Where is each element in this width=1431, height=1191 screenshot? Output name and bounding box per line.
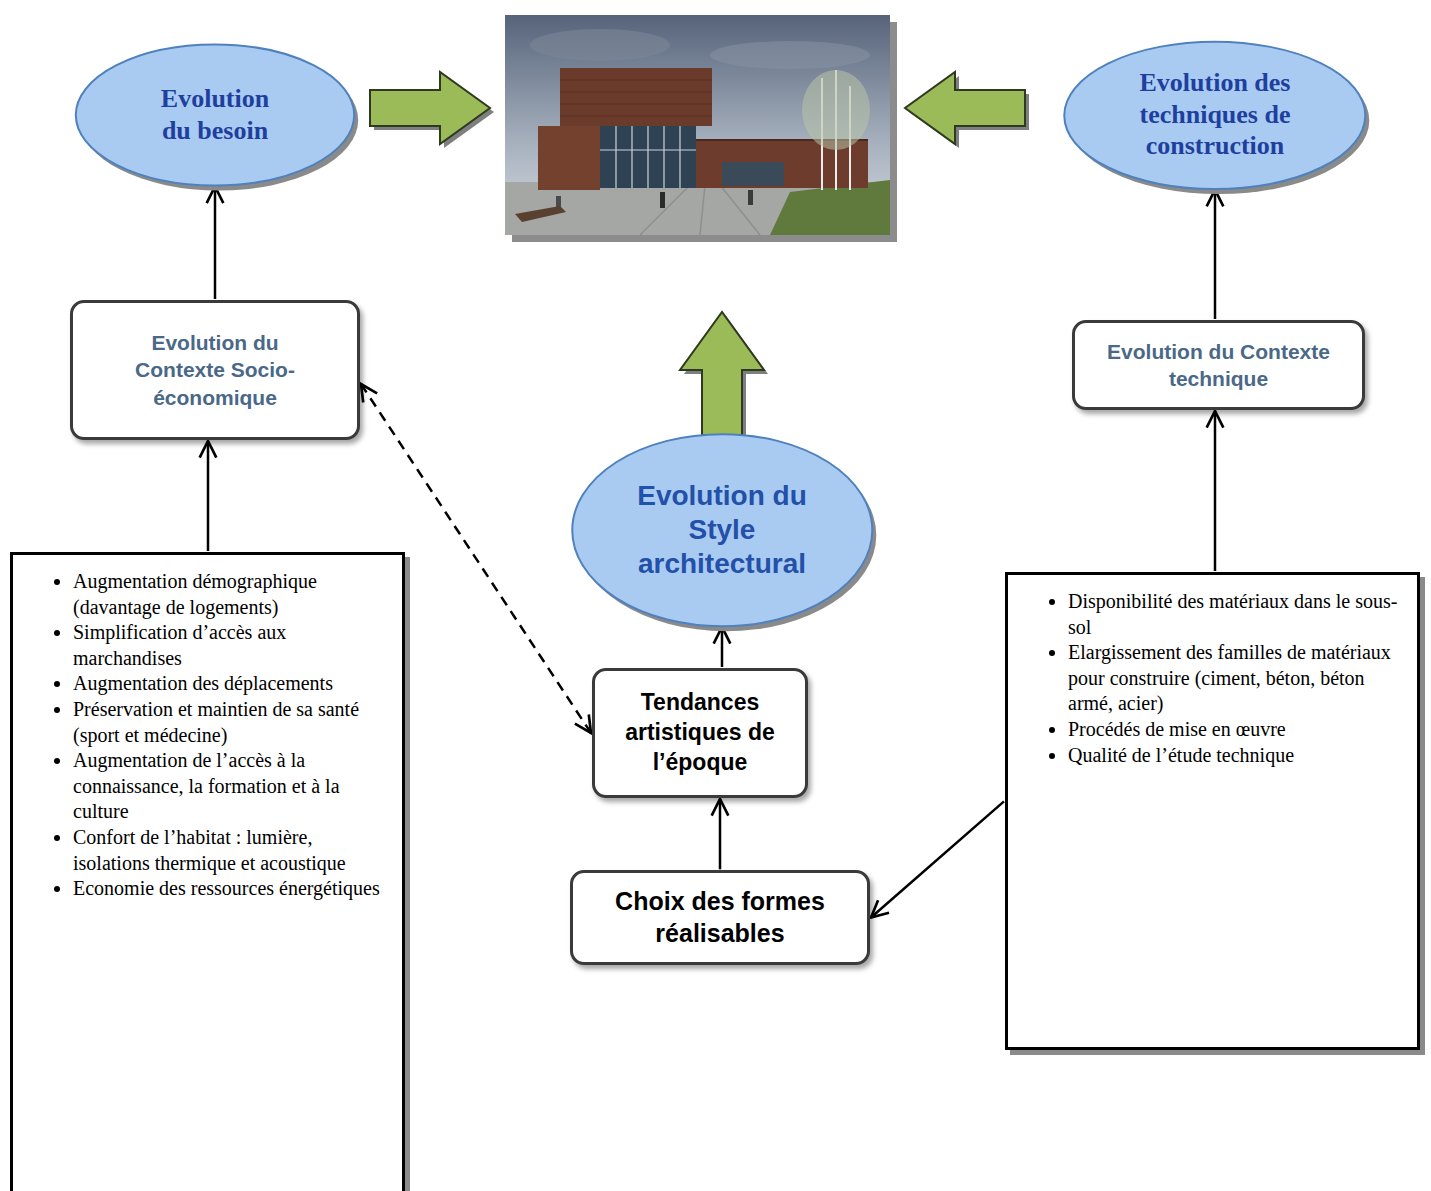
context-box: Evolution du Contexte Socio-économique [70,300,360,440]
photo-bench [515,206,566,222]
bullet-list: Disponibilité des matériaux dans le sous… [1020,589,1401,768]
bullet-text: Elargissement des familles de matériaux … [1068,641,1391,714]
arrow-connector [1214,190,1217,319]
node-label: Choix des formes réalisables [589,886,851,949]
box-label: Evolution du Contexte Socio-économique [105,329,325,411]
bullet-text: Simplification d’accès aux marchandises [73,621,286,669]
node-label: Evolution du besoin [150,83,280,146]
bullet-item: Qualité de l’étude technique [1068,743,1401,769]
bullet-item: Augmentation des déplacements [73,671,386,697]
need-ellipse: Evolution du besoin [70,40,360,190]
building-photo [505,15,897,242]
arrow-connector [1214,411,1217,571]
bullet-text: Procédés de mise en œuvre [1068,718,1286,740]
bullet-text: Augmentation démographique (davantage de… [73,570,317,618]
trend-box: Tendances artistiques de l’époque [592,668,808,798]
block-arrow-left [905,72,1025,144]
photo-lower-block [538,126,600,190]
bullet-list: Augmentation démographique (davantage de… [25,569,386,902]
node-label: Tendances artistiques de l’époque [608,688,792,778]
bullet-text: Préservation et maintien de sa santé (sp… [73,698,359,746]
ellipse-shape [1064,41,1365,188]
bullet-text: Disponibilité des matériaux dans le sous… [1068,590,1397,638]
photo-person [660,192,665,208]
bullet-text: Economie des ressources énergétiques [73,877,380,899]
bullet-text: Qualité de l’étude technique [1068,744,1294,766]
arrow-connector [871,801,1004,917]
green-block-arrows [370,72,1029,439]
photo-brick-lines [560,80,712,116]
bullet-item: Préservation et maintien de sa santé (sp… [73,697,386,748]
photo-cloud [710,41,870,69]
context-box: Evolution du Contexte technique [1072,320,1365,410]
photo-person [748,190,753,205]
node-label: Evolution du Contexte Socio-économique [105,329,325,411]
block-arrow-right [370,72,490,144]
bullet-text: Augmentation des déplacements [73,672,333,694]
photo-tree-foliage [802,70,870,150]
bullet-item: Augmentation démographique (davantage de… [73,569,386,620]
ellipse-label: Evolution du besoin [150,83,280,146]
arrow-connector [214,187,217,300]
node-label: Evolution du Style architectural [617,479,827,581]
bullet-item: Economie des ressources énergétiques [73,876,386,902]
box-label: Choix des formes réalisables [589,886,851,949]
photo-upper-block [560,68,712,126]
photo-sky [505,15,890,235]
bullet-item: Simplification d’accès aux marchandises [73,620,386,671]
photo-glass-facade [600,126,696,188]
ellipse-label: Evolution des techniques de construction [1125,67,1305,162]
ellipse-shape [76,45,354,186]
technique-ellipse: Evolution des techniques de construction [1058,37,1372,194]
bullet-item: Confort de l’habitat : lumière, isolatio… [73,825,386,876]
ellipse-outline [70,40,360,190]
bullet-text: Confort de l’habitat : lumière, isolatio… [73,826,346,874]
factor-list-box: Augmentation démographique (davantage de… [10,552,405,1191]
photo-cloud [530,29,670,61]
style-ellipse: Evolution du Style architectural [566,428,879,632]
ellipse-shape [572,434,872,626]
bullet-text: Augmentation de l’accès à la connaissanc… [73,749,340,822]
bullet-item: Procédés de mise en œuvre [1068,717,1401,743]
bullet-item: Elargissement des familles de matériaux … [1068,640,1401,717]
arrow-connector [721,627,724,667]
box-label: Tendances artistiques de l’époque [608,688,792,778]
bullet-item: Augmentation de l’accès à la connaissanc… [73,748,386,825]
node-label: Evolution du Contexte technique [1103,338,1335,393]
ellipse-label: Evolution du Style architectural [617,479,827,581]
arrow-connector [207,441,210,551]
arrow-connector [719,799,722,869]
photo-grass [770,180,890,235]
block-arrow-up [680,312,764,435]
box-label: Evolution du Contexte technique [1103,338,1335,393]
factor-list-box: Disponibilité des matériaux dans le sous… [1005,572,1420,1050]
choice-box: Choix des formes réalisables [570,870,870,965]
photo-entrance [722,162,784,186]
photo-mullions [600,126,696,188]
photo-paving-lines [640,185,760,235]
bullet-item: Disponibilité des matériaux dans le sous… [1068,589,1401,640]
node-label: Evolution des techniques de construction [1125,67,1305,162]
